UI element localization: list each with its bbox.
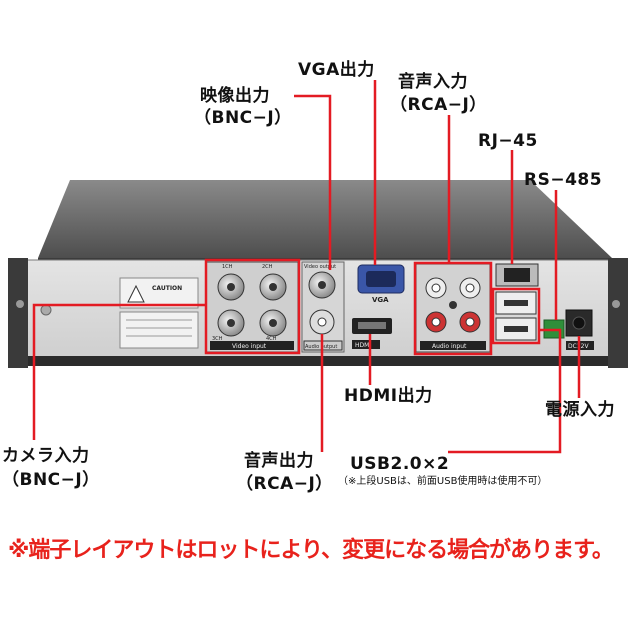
video-input-block <box>205 261 299 353</box>
left-ear <box>8 258 28 368</box>
usb-tongue <box>504 300 528 306</box>
ground-screw <box>40 304 52 316</box>
hdmi-out-label: HDMI出力 <box>344 386 433 406</box>
audio-center-jack <box>449 301 457 309</box>
bnc-pin <box>318 281 326 289</box>
ch4-label: 4CH <box>266 336 277 342</box>
rear-panel-base <box>22 356 614 366</box>
rca-pin <box>465 283 475 293</box>
dc-jack-hole <box>572 316 586 330</box>
bnc-pin <box>227 319 235 327</box>
rj45-label: RJ−45 <box>478 131 538 151</box>
callout-lines <box>32 80 581 454</box>
rca-pin <box>431 283 441 293</box>
hdmi-slot <box>358 322 386 329</box>
camera-in-sub-label: （BNC−J） <box>2 470 100 490</box>
layout-warning: ※端子レイアウトはロットにより、変更になる場合があります。 <box>8 538 614 563</box>
audio-in-label: 音声入力 <box>398 72 468 92</box>
bnc-pin <box>269 319 277 327</box>
callout-video-out <box>294 94 332 270</box>
ch1-label: 1CH <box>222 264 233 270</box>
video-input-tag <box>210 341 294 350</box>
callout-camera-in <box>32 303 206 440</box>
highlight-audio-input <box>413 261 493 356</box>
audio-out-label: 音声出力 <box>244 451 314 471</box>
warning-triangle-icon <box>127 284 145 303</box>
bnc-pin <box>227 283 235 291</box>
vga-text: VGA <box>372 296 389 304</box>
rj45-socket <box>504 268 530 282</box>
ch3-label: 3CH <box>212 336 223 342</box>
hdmi-tag <box>352 340 380 349</box>
chassis-top <box>38 180 612 258</box>
usb-label: USB2.0×2 <box>350 454 450 474</box>
video-output-text: Video output <box>304 264 336 270</box>
video-out-label: 映像出力 <box>200 86 270 106</box>
audio-in-sub-label: （RCA−J） <box>390 95 487 115</box>
rca-pin <box>431 317 441 327</box>
usb-note: （※上段USBは、前面USB使用時は使用不可） <box>338 476 548 487</box>
audio-input-text: Audio input <box>432 343 467 350</box>
vga-out-label: VGA出力 <box>298 60 375 80</box>
ch2-label: 2CH <box>262 264 273 270</box>
label-sticker <box>119 311 199 349</box>
audio-out-sub-label: （RCA−J） <box>236 474 333 494</box>
hdmi-text: HDMI <box>355 342 371 349</box>
power-in-label: 電源入力 <box>545 400 615 420</box>
camera-in-label: カメラ入力 <box>2 446 90 466</box>
usb-tongue <box>504 326 528 332</box>
caution-text: CAUTION <box>152 285 182 292</box>
highlight-video-input <box>204 258 301 355</box>
callout-usb <box>448 328 562 454</box>
rca-pin <box>465 317 475 327</box>
caution-sticker <box>119 277 199 309</box>
video-out-sub-label: （BNC−J） <box>194 108 292 128</box>
left-screw <box>16 300 24 308</box>
bnc-pin <box>269 283 277 291</box>
audio-input-tag <box>420 341 486 350</box>
highlight-usb <box>491 287 541 345</box>
rca-pin <box>317 317 327 327</box>
video-input-text: Video input <box>232 343 267 350</box>
right-ear <box>608 258 628 368</box>
right-screw <box>612 300 620 308</box>
rs485-label: RS−485 <box>524 170 603 190</box>
vga-pins <box>366 271 396 287</box>
